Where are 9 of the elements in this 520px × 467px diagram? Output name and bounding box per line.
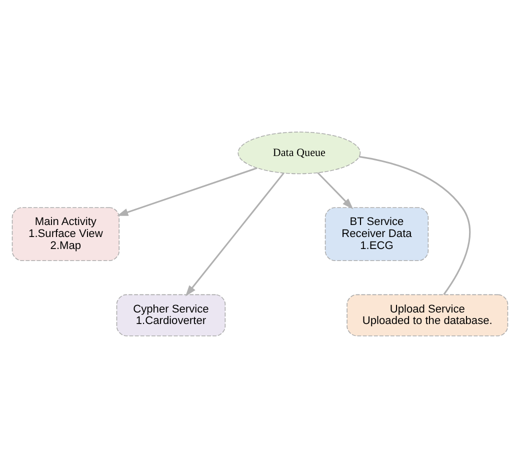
node-box: Upload Service Uploaded to the database. bbox=[346, 294, 508, 336]
arrow bbox=[185, 172, 284, 296]
node-ellipse: Data Queue bbox=[238, 131, 361, 174]
node-box: BT Service Receiver Data 1.ECG bbox=[324, 206, 429, 261]
arrow bbox=[317, 172, 354, 209]
arrow bbox=[117, 166, 258, 216]
connector bbox=[359, 155, 471, 294]
node-box: Cypher Service 1.Cardioverter bbox=[116, 294, 226, 336]
node-box: Main Activity 1.Surface View 2.Map bbox=[12, 206, 120, 261]
